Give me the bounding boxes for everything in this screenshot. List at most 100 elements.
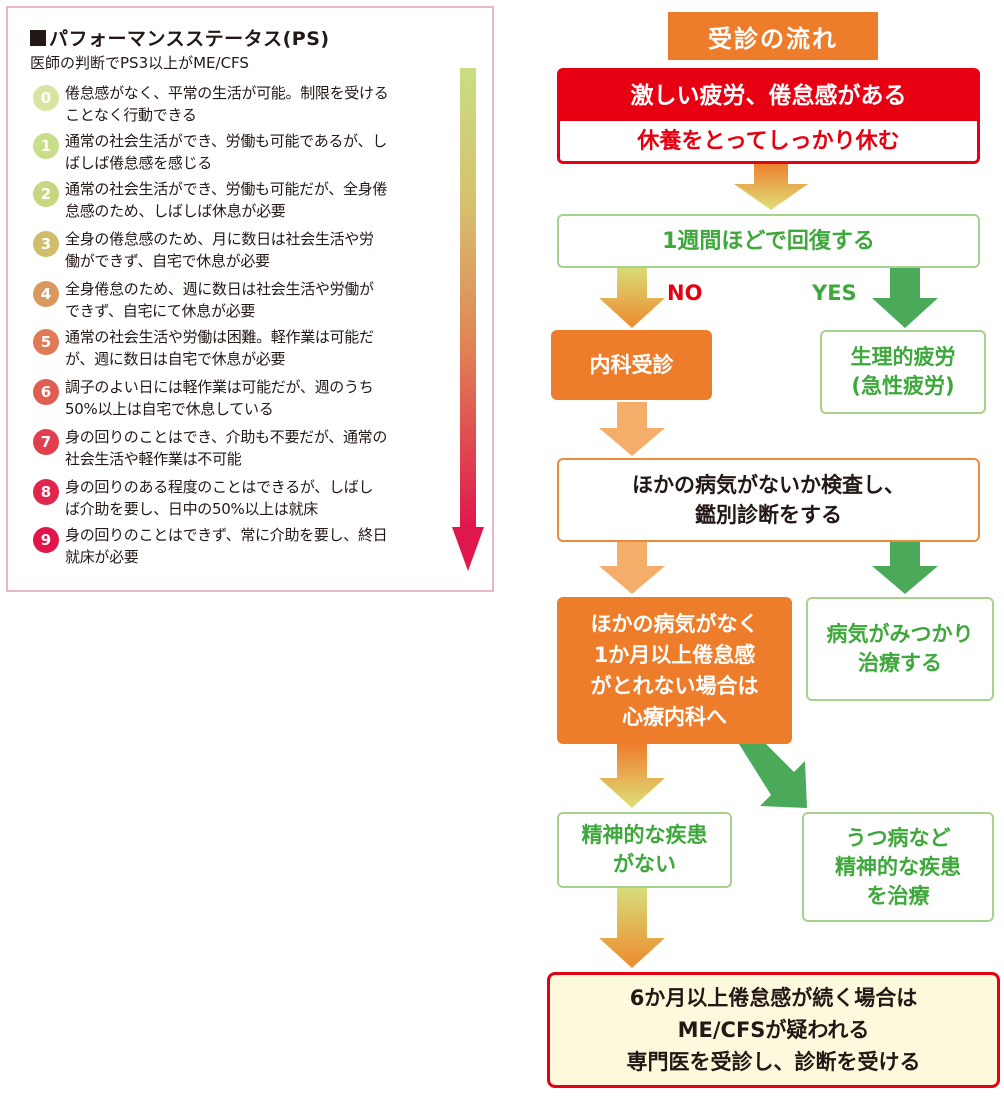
ps-item-0: 0 倦怠感がなく、平常の生活が可能。制限を受けることなく行動できる (33, 80, 453, 130)
ps-description: 通常の社会生活や労働は困難。軽作業は可能だが、週に数日は自宅で休息が必要 (65, 326, 451, 370)
ps-description: 全身倦怠のため、週に数日は社会生活や労働ができず、自宅にて休息が必要 (65, 278, 451, 322)
arrow-no-icon (599, 266, 665, 328)
ps-description: 調子のよい日には軽作業は可能だが、週のうち 50%以上は自宅で休息している (65, 376, 451, 420)
recovery-question-box: 1週間ほどで回復する (557, 214, 980, 268)
fatigue-heading: 激しい疲労、倦怠感がある (560, 71, 977, 121)
ps-description-line1: 身の回りのことはでき、介助も不要だが、通常の (65, 428, 388, 446)
ps-description: 身の回りのある程度のことはできるが、しばしば介助を要し、日中の50%以上は就床 (65, 476, 451, 520)
no-mental-box: 精神的な疾患 がない (557, 812, 732, 888)
ps-number-badge: 0 (33, 85, 59, 111)
depression-line3: を治療 (866, 883, 930, 908)
ps-number-badge: 9 (33, 527, 59, 553)
ps-item-4: 4 全身倦怠のため、週に数日は社会生活や労働ができず、自宅にて休息が必要 (33, 276, 453, 326)
ps-number-badge: 6 (33, 379, 59, 405)
final-line2: ME/CFSが疑われる (677, 1018, 870, 1042)
ps-subtitle: 医師の判断でPS3以上がME/CFS (30, 54, 249, 72)
ps-item-8: 8 身の回りのある程度のことはできるが、しばしば介助を要し、日中の50%以上は就… (33, 474, 453, 524)
ps-description-line1: 通常の社会生活ができ、労働も可能であるが、し (65, 132, 387, 150)
ps-description-line2: が、週に数日は自宅で休息が必要 (65, 350, 286, 368)
depression-line2: 精神的な疾患 (835, 854, 961, 879)
ps-description: 身の回りのことはできず、常に介助を要し、終日就床が必要 (65, 524, 451, 568)
ps-description-line1: 倦怠感がなく、平常の生活が可能。制限を受ける (65, 84, 389, 102)
recovery-question-text: 1週間ほどで回復する (662, 228, 875, 254)
no-disease-line2: 1か月以上倦怠感 (593, 642, 756, 667)
disease-found-line1: 病気がみつかり (826, 622, 974, 646)
ps-title-text: パフォーマンスステータス(PS) (49, 28, 330, 50)
no-disease-line1: ほかの病気がなく (590, 611, 759, 636)
no-disease-line4: 心療内科へ (622, 704, 727, 729)
ps-description: 通常の社会生活ができ、労働も可能だが、全身倦怠感のため、しばしば休息が必要 (65, 178, 451, 222)
ps-item-3: 3 全身の倦怠感のため、月に数日は社会生活や労働ができず、自宅で休息が必要 (33, 226, 453, 276)
ps-description-line1: 身の回りのことはできず、常に介助を要し、終日 (65, 526, 388, 544)
acute-fatigue-line2: (急性疲労) (851, 374, 955, 398)
rest-text: 休養をとってしっかり休む (637, 129, 900, 154)
arrow-down-icon (734, 162, 808, 210)
ps-number-badge: 3 (33, 231, 59, 257)
naika-text: 内科受診 (589, 353, 674, 377)
ps-item-1: 1 通常の社会生活ができ、労働も可能であるが、しばしば倦怠感を感じる (33, 128, 453, 178)
ps-title: パフォーマンスステータス(PS) (30, 24, 330, 51)
ps-description-line1: 通常の社会生活や労働は困難。軽作業は可能だ (65, 328, 374, 346)
ps-description-line2: 就床が必要 (65, 548, 139, 566)
ps-item-2: 2 通常の社会生活ができ、労働も可能だが、全身倦怠感のため、しばしば休息が必要 (33, 176, 453, 226)
flow-header: 受診の流れ (668, 12, 878, 60)
arrow-down-icon (599, 888, 665, 968)
ps-description-line2: できず、自宅にて休息が必要 (65, 302, 256, 320)
final-line3: 専門医を受診し、診断を受ける (626, 1050, 921, 1074)
ps-item-5: 5 通常の社会生活や労働は困難。軽作業は可能だが、週に数日は自宅で休息が必要 (33, 324, 453, 374)
ps-description: 倦怠感がなく、平常の生活が可能。制限を受けることなく行動できる (65, 82, 451, 126)
acute-fatigue-box: 生理的疲労 (急性疲労) (820, 330, 986, 414)
ps-description-line2: ばしば倦怠感を感じる (65, 154, 213, 172)
ps-description-line2: ことなく行動できる (65, 106, 197, 124)
acute-fatigue-line1: 生理的疲労 (850, 345, 956, 369)
naika-box: 内科受診 (551, 330, 712, 400)
depression-line1: うつ病など (845, 825, 951, 850)
ps-panel (6, 6, 494, 592)
ps-item-7: 7 身の回りのことはでき、介助も不要だが、通常の社会生活や軽作業は不可能 (33, 424, 453, 474)
ps-description-line2: 50%以上は自宅で休息している (65, 400, 274, 418)
severity-gradient-bar (460, 68, 476, 528)
arrow-down-icon (599, 542, 665, 594)
ps-description-line2: 働ができず、自宅で休息が必要 (65, 252, 270, 270)
ps-number-badge: 2 (33, 181, 59, 207)
exam-box: ほかの病気がないか検査し、 鑑別診断をする (557, 458, 980, 542)
no-disease-box: ほかの病気がなく 1か月以上倦怠感 がとれない場合は 心療内科へ (557, 597, 792, 744)
no-disease-line3: がとれない場合は (590, 673, 759, 698)
exam-line2: 鑑別診断をする (695, 503, 842, 527)
yes-label: YES (812, 281, 857, 305)
ps-number-badge: 4 (33, 281, 59, 307)
depression-box: うつ病など 精神的な疾患 を治療 (802, 812, 994, 922)
ps-item-9: 9 身の回りのことはできず、常に介助を要し、終日就床が必要 (33, 522, 453, 572)
exam-line1: ほかの病気がないか検査し、 (632, 473, 905, 497)
ps-description-line1: 全身倦怠のため、週に数日は社会生活や労働が (65, 280, 374, 298)
ps-description: 全身の倦怠感のため、月に数日は社会生活や労働ができず、自宅で休息が必要 (65, 228, 451, 272)
ps-description-line2: ば介助を要し、日中の50%以上は就床 (65, 500, 318, 518)
arrow-yes-icon (872, 266, 938, 328)
no-mental-line1: 精神的な疾患 (581, 823, 708, 847)
fatigue-box: 激しい疲労、倦怠感がある 休養をとってしっかり休む (557, 68, 980, 164)
ps-description-line2: 怠感のため、しばしば休息が必要 (65, 202, 286, 220)
arrow-down-icon (599, 402, 665, 456)
no-label: NO (667, 281, 703, 305)
ps-description-line1: 全身の倦怠感のため、月に数日は社会生活や労 (65, 230, 374, 248)
ps-number-badge: 7 (33, 429, 59, 455)
ps-description-line1: 調子のよい日には軽作業は可能だが、週のうち (65, 378, 374, 396)
disease-found-line2: 治療する (858, 651, 942, 675)
ps-number-badge: 8 (33, 479, 59, 505)
final-line1: 6か月以上倦怠感が続く場合は (629, 986, 918, 1010)
ps-description-line1: 身の回りのある程度のことはできるが、しばし (65, 478, 374, 496)
final-box: 6か月以上倦怠感が続く場合は ME/CFSが疑われる 専門医を受診し、診断を受け… (547, 972, 1000, 1088)
ps-description: 身の回りのことはでき、介助も不要だが、通常の社会生活や軽作業は不可能 (65, 426, 451, 470)
ps-description-line2: 社会生活や軽作業は不可能 (65, 450, 242, 468)
flow-header-text: 受診の流れ (708, 24, 838, 53)
arrow-diagonal-icon (739, 744, 807, 808)
disease-found-box: 病気がみつかり 治療する (806, 597, 994, 701)
square-bullet-icon (30, 30, 46, 46)
ps-number-badge: 5 (33, 329, 59, 355)
arrow-down-icon (872, 542, 938, 594)
no-mental-line2: がない (613, 852, 676, 876)
ps-item-6: 6 調子のよい日には軽作業は可能だが、週のうち 50%以上は自宅で休息している (33, 374, 453, 424)
arrow-down-icon (599, 744, 665, 808)
ps-number-badge: 1 (33, 133, 59, 159)
